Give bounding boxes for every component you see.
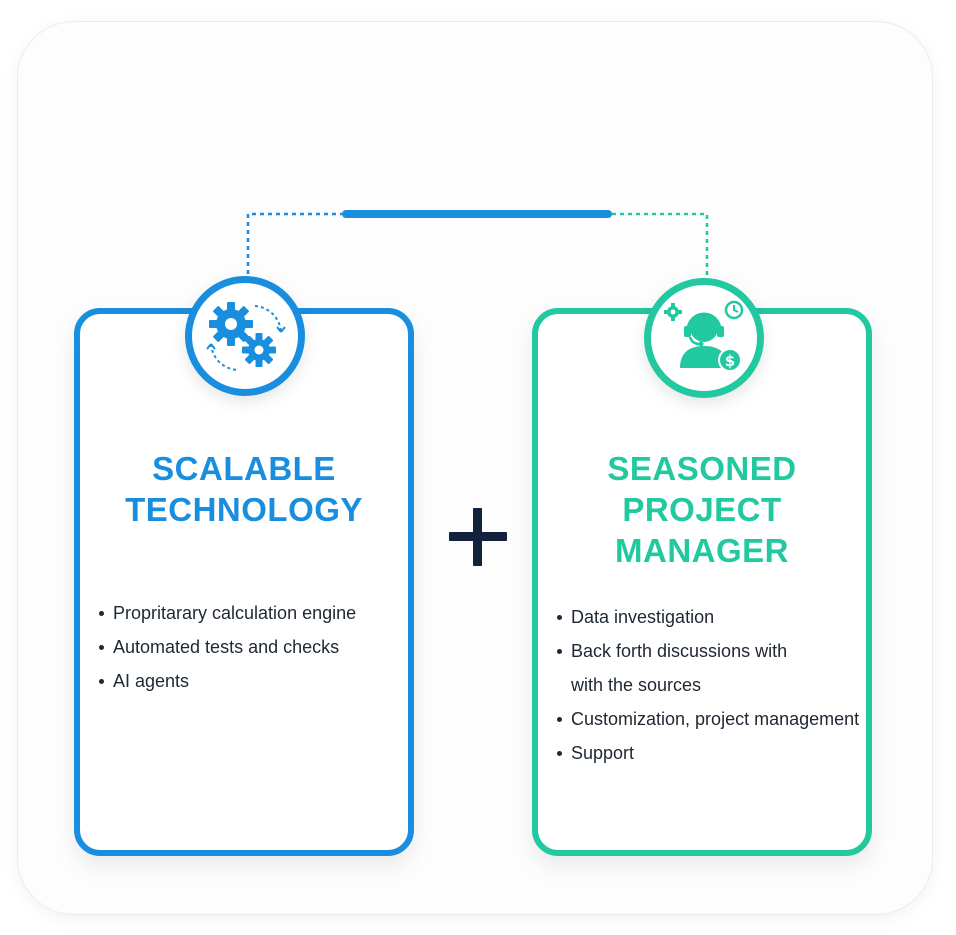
list-item: Customization, project management [557,702,897,736]
plus-icon [449,508,507,566]
manager-title-line3: MANAGER [615,532,789,569]
manager-title-line2: PROJECT [622,491,782,528]
technology-title-line2: TECHNOLOGY [125,491,363,528]
manager-feature-list: Data investigation Back forth discussion… [557,600,897,770]
list-item: AI agents [99,664,409,698]
technology-title-line1: SCALABLE [152,450,336,487]
manager-title: SEASONED PROJECT MANAGER [542,448,862,571]
gears-icon [206,302,286,372]
list-item: Support [557,736,897,770]
technology-card [74,308,414,856]
list-item-continuation: with the sources [571,675,702,695]
list-item: Propritarary calculation engine [99,596,409,630]
technology-badge [185,276,305,396]
technology-title: SCALABLE TECHNOLOGY [84,448,404,530]
manager-badge: $ [644,278,764,398]
list-item: Data investigation [557,600,897,634]
technology-feature-list: Propritarary calculation engine Automate… [99,596,409,698]
manager-title-line1: SEASONED [607,450,797,487]
svg-text:$: $ [725,352,735,370]
support-agent-icon: $ [664,300,744,372]
list-item: Automated tests and checks [99,630,409,664]
list-item: Back forth discussions with [557,634,897,668]
